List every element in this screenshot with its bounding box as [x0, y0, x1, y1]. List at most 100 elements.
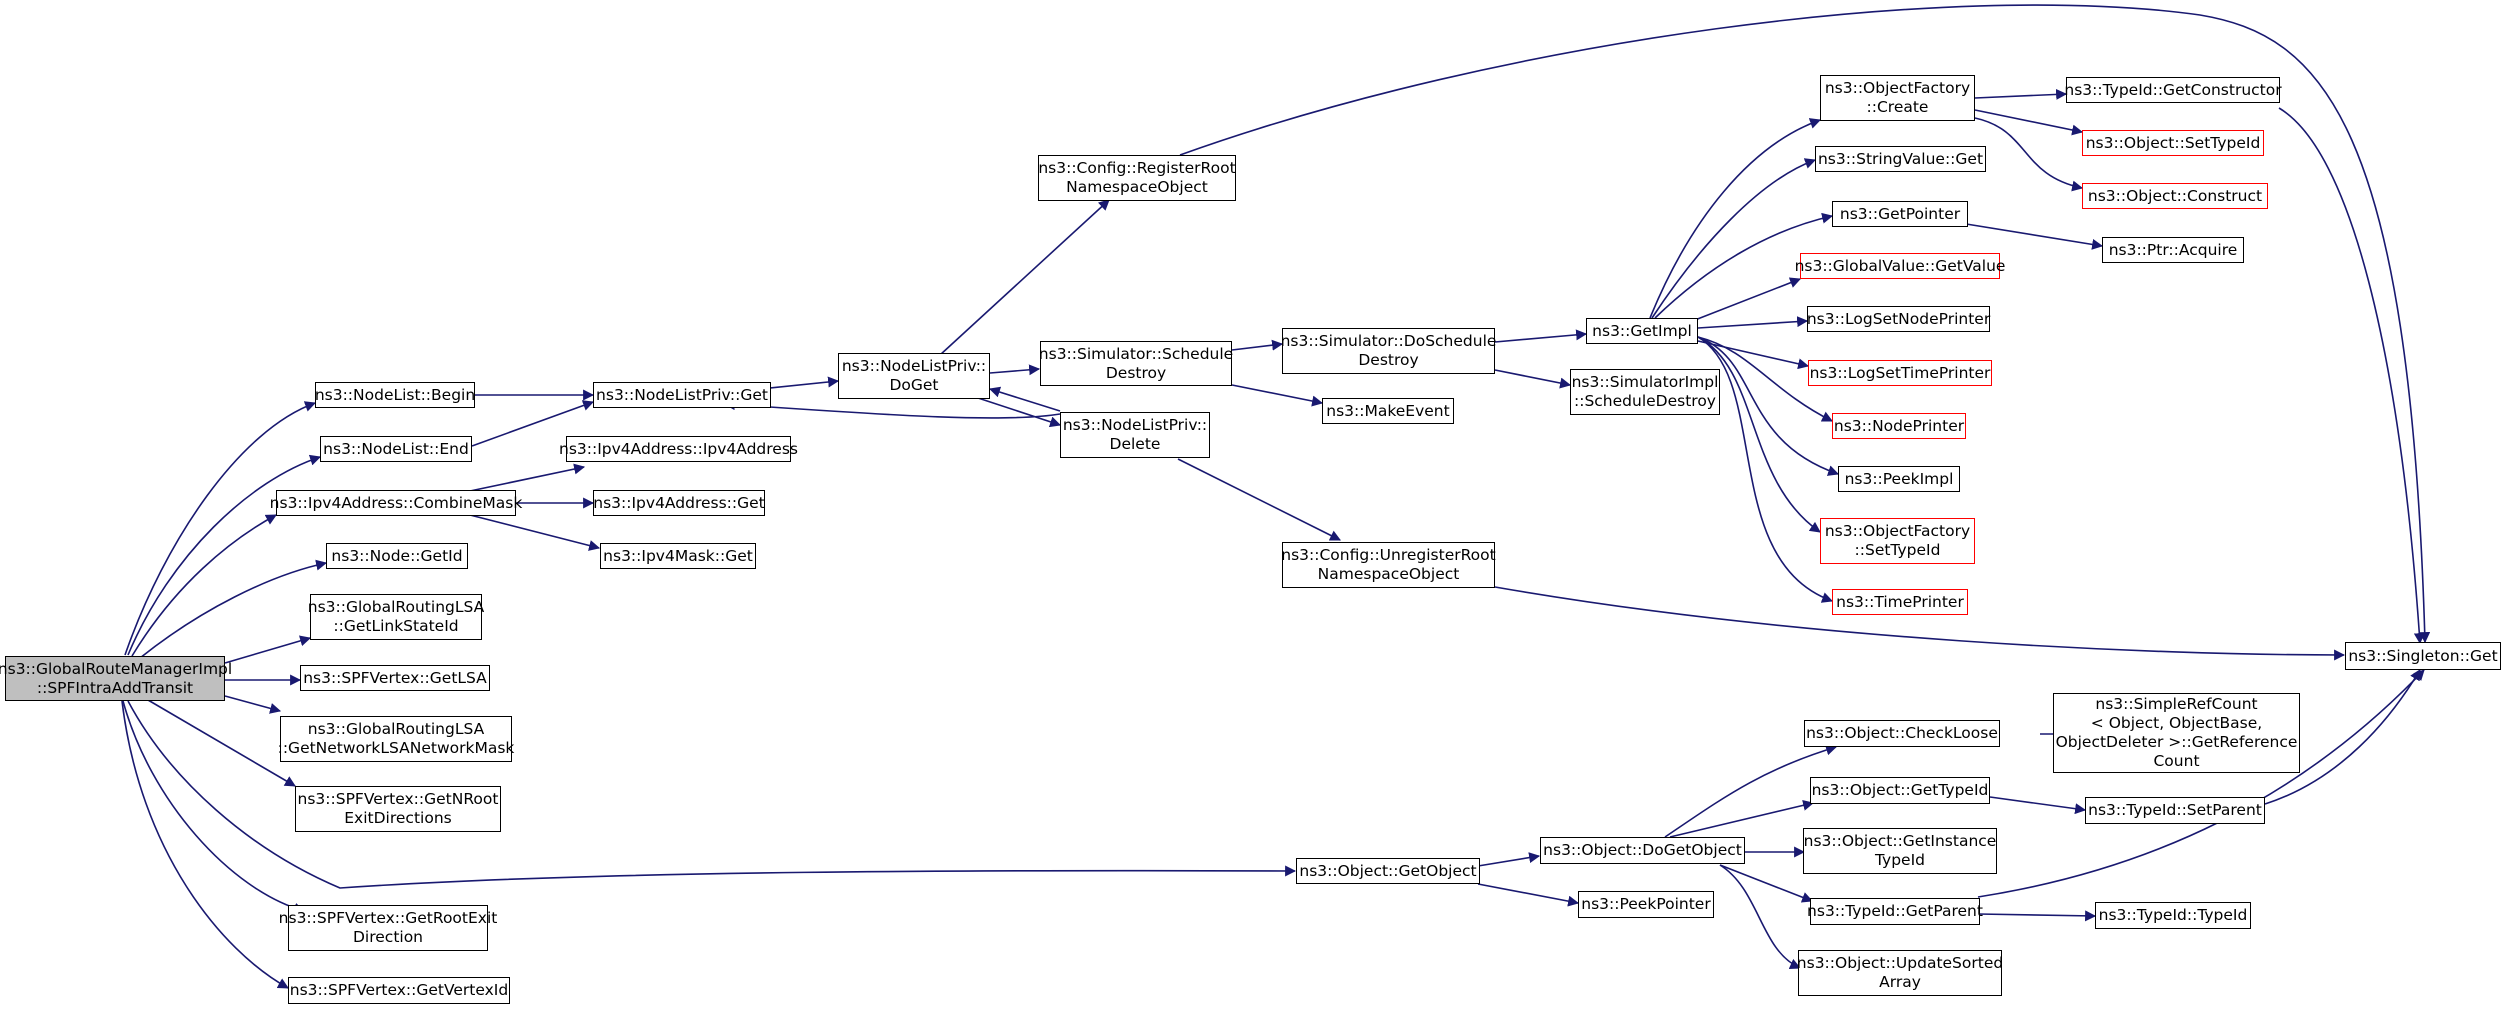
node-typeid-getparent[interactable]: ns3::TypeId::GetParent	[1807, 898, 1983, 925]
node-object-getobject[interactable]: ns3::Object::GetObject	[1296, 858, 1480, 884]
node-nodelist-begin[interactable]: ns3::NodeList::Begin	[315, 382, 475, 408]
node-nodelistpriv-delete[interactable]: ns3::NodeListPriv::Delete	[1060, 412, 1210, 458]
edge	[1231, 384, 1324, 407]
node-stringvalue-get[interactable]: ns3::StringValue::Get	[1815, 146, 1986, 172]
node-label: ns3::Simulator::DoSchedule	[1280, 332, 1497, 350]
edge	[127, 454, 322, 656]
node-label: ::GetLinkStateId	[333, 617, 459, 635]
node-singleton-get[interactable]: ns3::Singleton::Get	[2345, 642, 2501, 670]
node-label: ns3::SimpleRefCount	[2095, 695, 2258, 713]
node-object-construct[interactable]: ns3::Object::Construct	[2082, 183, 2268, 209]
node-nodelist-end[interactable]: ns3::NodeList::End	[320, 436, 472, 462]
edge	[2264, 669, 2421, 805]
node-label: ::Create	[1866, 98, 1929, 116]
node-typeid-typeid[interactable]: ns3::TypeId::TypeId	[2095, 902, 2251, 929]
node-nodelistpriv-get[interactable]: ns3::NodeListPriv::Get	[593, 382, 771, 408]
node-ipv4mask-get[interactable]: ns3::Ipv4Mask::Get	[600, 543, 756, 569]
node-typeid-getconstructor[interactable]: ns3::TypeId::GetConstructor	[2064, 77, 2282, 103]
node-label: ns3::ObjectFactory	[1824, 79, 1971, 97]
edge	[469, 463, 586, 492]
node-label: ns3::NodeListPriv::Get	[596, 385, 768, 404]
edge	[1697, 336, 1840, 476]
node-label: ns3::Ptr::Acquire	[2108, 240, 2238, 259]
node-globalroutinglsa-getnetworklsanetworkmask[interactable]: ns3::GlobalRoutingLSA::GetNetworkLSANetw…	[278, 716, 514, 762]
node-nodeprinter[interactable]: ns3::NodePrinter	[1832, 413, 1966, 439]
node-label: ns3::NodeListPriv::	[1062, 416, 1208, 434]
edge	[1989, 796, 2087, 815]
node-label: ns3::NodeList::End	[323, 439, 469, 458]
edge	[1974, 109, 2084, 136]
node-peekpointer[interactable]: ns3::PeekPointer	[1578, 891, 1714, 918]
node-label: ns3::PeekPointer	[1581, 895, 1711, 913]
node-object-dogetobject[interactable]: ns3::Object::DoGetObject	[1540, 837, 1745, 864]
node-label: Array	[1879, 973, 1921, 991]
edge	[1697, 340, 1810, 370]
node-label: ns3::GlobalRouteManagerImpl	[0, 659, 233, 678]
edge	[1477, 883, 1580, 907]
edge	[1974, 88, 2068, 100]
node-label: ns3::LogSetNodePrinter	[1806, 309, 1991, 328]
edge	[127, 700, 1297, 889]
node-objectfactory-create[interactable]: ns3::ObjectFactory::Create	[1820, 75, 1975, 121]
node-label: ns3::GlobalRoutingLSA	[307, 598, 485, 616]
edge	[224, 635, 312, 664]
edge	[723, 399, 1061, 419]
node-typeid-setparent[interactable]: ns3::TypeId::SetParent	[2085, 797, 2265, 824]
node-ptr-acquire[interactable]: ns3::Ptr::Acquire	[2102, 237, 2244, 263]
node-label: ns3::Object::Construct	[2087, 186, 2263, 205]
node-node-getid[interactable]: ns3::Node::GetId	[326, 543, 468, 569]
edge	[131, 514, 277, 657]
node-label: NamespaceObject	[1066, 178, 1208, 196]
edge	[1179, 4, 2431, 644]
node-makeevent[interactable]: ns3::MakeEvent	[1322, 398, 1454, 424]
node-logsettimeprinter[interactable]: ns3::LogSetTimePrinter	[1808, 360, 1992, 386]
node-spfvertex-getlsa[interactable]: ns3::SPFVertex::GetLSA	[300, 665, 490, 691]
edge	[1494, 369, 1572, 389]
node-label: DoGet	[889, 376, 939, 394]
node-object-settypeid[interactable]: ns3::Object::SetTypeId	[2082, 130, 2264, 156]
node-ipv4address-get[interactable]: ns3::Ipv4Address::Get	[593, 490, 765, 516]
node-globalroutinglsa-getlinkstateid[interactable]: ns3::GlobalRoutingLSA::GetLinkStateId	[307, 594, 485, 640]
node-globalvalue-getvalue[interactable]: ns3::GlobalValue::GetValue	[1795, 253, 2005, 279]
node-label: Delete	[1109, 435, 1161, 453]
node-simulatorimpl-scheduledestroy[interactable]: ns3::SimulatorImpl::ScheduleDestroy	[1570, 369, 1720, 415]
node-logsetnodeprinter[interactable]: ns3::LogSetNodePrinter	[1807, 306, 1990, 332]
node-label: ns3::Object::SetTypeId	[2085, 133, 2261, 152]
node-label: ns3::GetPointer	[1839, 204, 1961, 223]
edge	[1697, 336, 1821, 533]
node-label: ns3::GlobalRoutingLSA	[307, 720, 485, 738]
node-label: ns3::TypeId::TypeId	[2098, 906, 2248, 924]
edge	[1649, 118, 1822, 319]
edge	[939, 199, 1110, 356]
node-peekimpl[interactable]: ns3::PeekImpl	[1838, 466, 1960, 492]
edge	[1651, 158, 1817, 319]
node-label: ns3::NodeListPriv::	[841, 357, 987, 375]
node-label: ns3::StringValue::Get	[1817, 149, 1984, 168]
node-spfvertex-getvertexid[interactable]: ns3::SPFVertex::GetVertexId	[288, 977, 510, 1004]
node-simplerefcount-getreferencecount[interactable]: ns3::SimpleRefCount< Object, ObjectBase,…	[2053, 693, 2300, 773]
edge	[1697, 336, 1834, 603]
edge	[469, 514, 601, 551]
node-getimpl[interactable]: ns3::GetImpl	[1586, 318, 1698, 344]
node-ipv4address-ipv4address[interactable]: ns3::Ipv4Address::Ipv4Address	[559, 436, 798, 462]
node-objectfactory-settypeid[interactable]: ns3::ObjectFactory::SetTypeId	[1820, 518, 1975, 564]
node-timeprinter[interactable]: ns3::TimePrinter	[1832, 589, 1968, 615]
node-label: ns3::Simulator::Schedule	[1038, 344, 1234, 363]
node-getpointer[interactable]: ns3::GetPointer	[1832, 201, 1968, 227]
node-object-checkloose[interactable]: ns3::Object::CheckLoose	[1804, 720, 2000, 747]
edge	[1697, 316, 1809, 329]
edge	[989, 364, 1041, 376]
node-label: ns3::Ipv4Address::Ipv4Address	[559, 439, 798, 458]
node-object-gettypeid[interactable]: ns3::Object::GetTypeId	[1810, 777, 1990, 804]
node-nodelistpriv-doget[interactable]: ns3::NodeListPriv::DoGet	[838, 353, 990, 399]
node-label: NamespaceObject	[1317, 565, 1460, 583]
node-ipv4address-combinemask[interactable]: ns3::Ipv4Address::CombineMask	[270, 490, 522, 516]
